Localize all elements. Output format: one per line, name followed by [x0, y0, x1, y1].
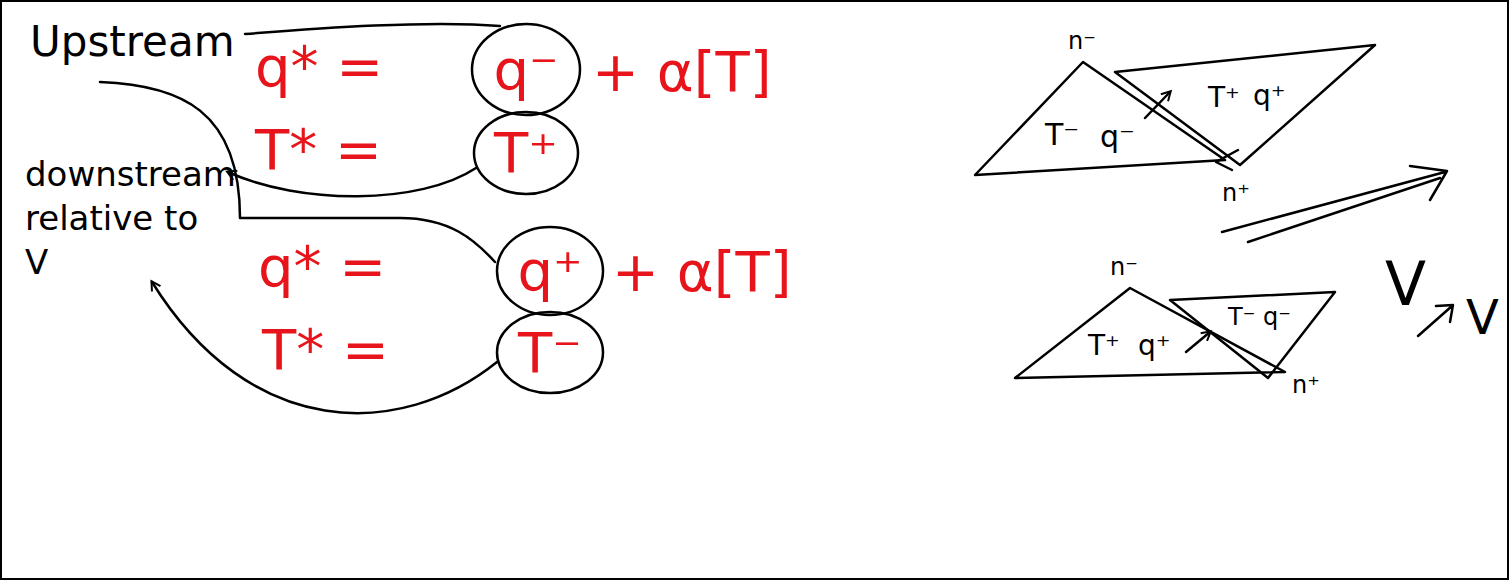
node-text: q⁻ — [1263, 304, 1291, 330]
equation-term: q* = — [255, 35, 383, 99]
node-text: q⁻ — [493, 39, 558, 101]
circled-term: T⁻ — [495, 310, 605, 395]
node-text: q⁺ — [1138, 331, 1171, 362]
velocity-label: V — [1466, 290, 1499, 345]
node-text: T⁻ — [1228, 304, 1255, 330]
triangle-outline — [1113, 43, 1378, 168]
circled-term: T⁺ — [472, 110, 580, 196]
mesh-triangle: T⁺ q⁺ — [1113, 43, 1378, 168]
mesh-triangle: T⁺ q⁺ — [1013, 286, 1288, 381]
upstream-leader — [245, 24, 500, 34]
node-text: q⁺ — [517, 240, 582, 302]
node-text: T⁻ — [1045, 118, 1079, 151]
equation-term: + α[T] — [612, 240, 792, 304]
mesh-triangle: T⁻ q⁻ — [1168, 290, 1338, 380]
node-text: T⁺ — [1208, 83, 1240, 114]
velocity-arrow — [1222, 166, 1447, 242]
region-label: Upstream — [30, 18, 235, 66]
equation-term: T* = — [262, 318, 389, 382]
node-text: T⁺ — [1088, 331, 1120, 362]
downstream-leader — [152, 282, 497, 413]
equation-term: T* = — [255, 118, 382, 182]
normal-label: n⁺ — [1222, 180, 1250, 208]
triangle-outline — [975, 60, 1227, 178]
normal-label: n⁻ — [1068, 28, 1096, 56]
equation-term: + α[T] — [592, 40, 772, 104]
node-text: T⁺ — [494, 122, 558, 184]
mesh-triangle: T⁻ q⁻ — [975, 60, 1227, 178]
circled-term: q⁺ — [495, 225, 605, 317]
velocity-label: V — [1385, 250, 1426, 319]
normal-label: n⁺ — [1292, 372, 1320, 400]
circled-term: q⁻ — [470, 22, 582, 117]
normal-label: n⁻ — [1110, 254, 1138, 282]
region-label: downstream relative to V — [25, 152, 225, 285]
node-text: q⁻ — [1100, 120, 1135, 153]
node-text: T⁻ — [518, 322, 582, 384]
node-text: q⁺ — [1253, 81, 1286, 112]
normal-arrow — [1186, 332, 1210, 352]
equation-term: q* = — [258, 235, 386, 299]
